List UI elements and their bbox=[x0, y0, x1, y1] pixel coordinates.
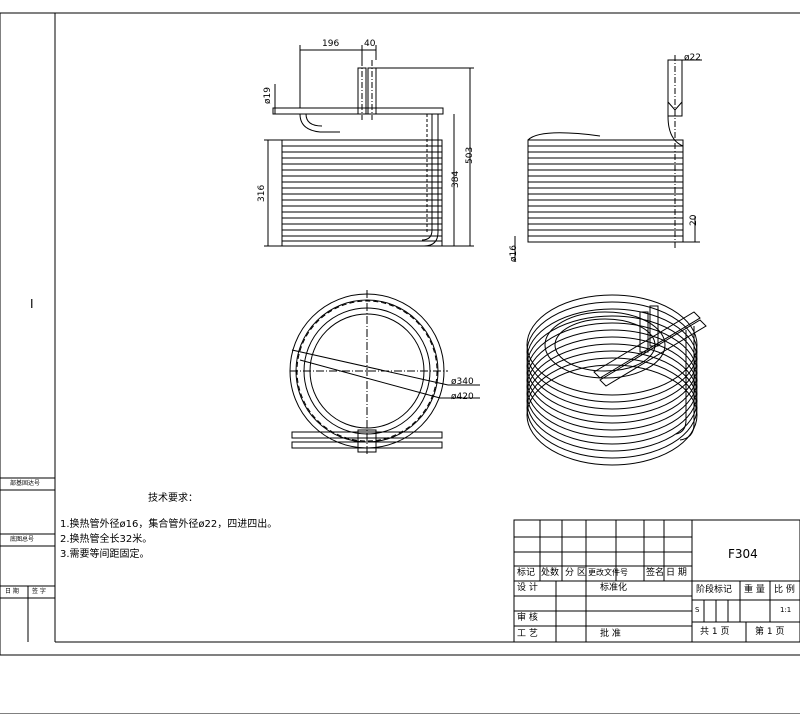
scale-value: 1:1 bbox=[780, 606, 792, 614]
note-item: 2.换热管全长32米。 bbox=[60, 534, 153, 545]
dim-503: 503 bbox=[465, 146, 475, 164]
dim-20: 20 bbox=[689, 214, 699, 226]
side-view bbox=[514, 55, 702, 262]
side-label-date: 日 期 bbox=[5, 588, 19, 595]
rev-header: 日 期 bbox=[666, 568, 687, 578]
side-label-archive: 部基固达号 bbox=[10, 480, 41, 487]
side-label-drawing-no: 底图总号 bbox=[10, 536, 35, 543]
rev-header: 更改文件号 bbox=[588, 568, 628, 577]
reviewer-label: 审 核 bbox=[517, 613, 538, 623]
weight-header: 重 量 bbox=[744, 585, 765, 595]
rev-header: 标记 bbox=[517, 568, 536, 578]
dim-d22: ø22 bbox=[684, 53, 701, 63]
dim-196: 196 bbox=[322, 39, 340, 49]
dim-d340: ø340 bbox=[451, 377, 474, 387]
note-item: 1.换热管外径ø16，集合管外径ø22，四进四出。 bbox=[60, 519, 278, 530]
process-label: 工 艺 bbox=[517, 629, 538, 639]
dim-d420: ø420 bbox=[451, 392, 474, 402]
approver-label: 批 准 bbox=[600, 629, 621, 639]
dim-40: 40 bbox=[364, 39, 376, 49]
total-sheets: 共 1 页 bbox=[700, 627, 730, 637]
notes-heading: 技术要求： bbox=[148, 493, 198, 504]
rev-header: 分 区 bbox=[565, 568, 586, 578]
scale-header: 比 例 bbox=[774, 585, 795, 595]
part-number: F304 bbox=[728, 547, 758, 561]
rev-header: 处数 bbox=[541, 568, 560, 578]
sheet-number: 第 1 页 bbox=[755, 627, 785, 637]
dim-d19: ø19 bbox=[263, 87, 273, 104]
side-label-sign: 签 字 bbox=[32, 588, 46, 595]
isometric-view bbox=[526, 294, 707, 466]
dim-384: 384 bbox=[451, 170, 461, 188]
front-view bbox=[264, 45, 474, 247]
designer-label: 设 计 bbox=[517, 583, 538, 593]
dim-316: 316 bbox=[257, 184, 267, 202]
top-view bbox=[289, 290, 480, 455]
standardization-label: 标准化 bbox=[600, 583, 628, 593]
rev-header: 签名 bbox=[646, 568, 665, 578]
dim-d16: ø16 bbox=[509, 245, 519, 262]
side-mark: I bbox=[30, 297, 34, 311]
stage-header: 阶段标记 bbox=[696, 585, 733, 595]
stage-mark: S bbox=[695, 606, 700, 614]
title-block bbox=[513, 519, 800, 643]
note-item: 3.需要等间距固定。 bbox=[60, 549, 150, 560]
